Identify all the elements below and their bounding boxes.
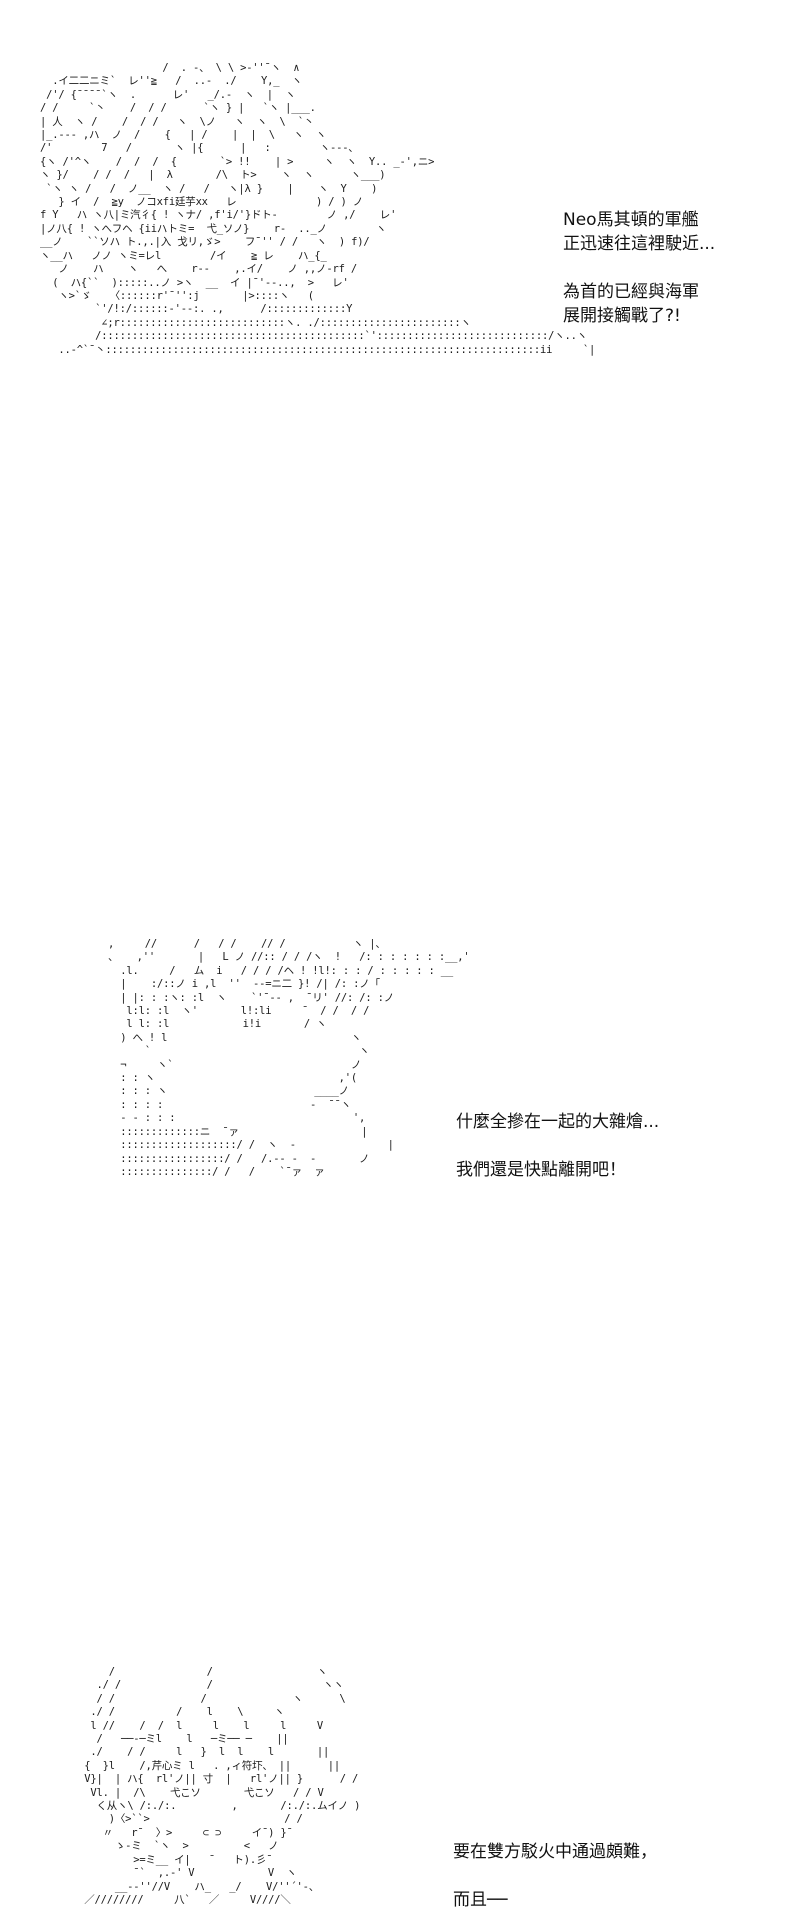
caption-3: 要在雙方駁火中通過頗難， 而且── — [453, 1840, 657, 1912]
panel-2: , // / / / // / ヽ |、 、 ,'' | L ノ //:: / … — [0, 460, 800, 1180]
ascii-art-character-1: / . -、 \ \ >‐''¯ヽ ∧ .イ二二ニミ` レ''≧ / ..- .… — [40, 62, 596, 356]
ascii-art-character-2: , // / / / // / ヽ |、 、 ,'' | L ノ //:: / … — [108, 938, 470, 1178]
caption-1-line-3: 為首的已經與海軍 — [563, 282, 699, 302]
caption-1-line-2: 正迅速往這裡駛近... — [563, 234, 716, 254]
caption-2-line-1: 什麼全摻在一起的大雜燴... — [456, 1112, 660, 1132]
caption-1-line-4: 展開接觸戰了?! — [563, 306, 681, 326]
caption-2: 什麼全摻在一起的大雜燴... 我們還是快點離開吧！ — [456, 1110, 659, 1182]
panel-3: / / ヽ ./ / / ヽヽ / / / ヽ \ ./ / / l \ ヽ l… — [0, 820, 800, 1910]
ascii-art-character-3: / / ヽ ./ / / ヽヽ / / / ヽ \ ./ / / l \ ヽ l… — [84, 1666, 361, 1906]
caption-1: Neo馬其頓的軍艦 正迅速往這裡駛近... 為首的已經與海軍 展開接觸戰了?! — [563, 208, 715, 328]
caption-3-line-1: 要在雙方駁火中通過頗難， — [453, 1842, 657, 1862]
panel-1: / . -、 \ \ >‐''¯ヽ ∧ .イ二二ニミ` レ''≧ / ..- .… — [0, 0, 800, 460]
caption-1-line-1: Neo馬其頓的軍艦 — [563, 210, 699, 230]
caption-3-line-2: 而且── — [453, 1890, 508, 1910]
caption-2-line-2: 我們還是快點離開吧！ — [456, 1160, 626, 1180]
